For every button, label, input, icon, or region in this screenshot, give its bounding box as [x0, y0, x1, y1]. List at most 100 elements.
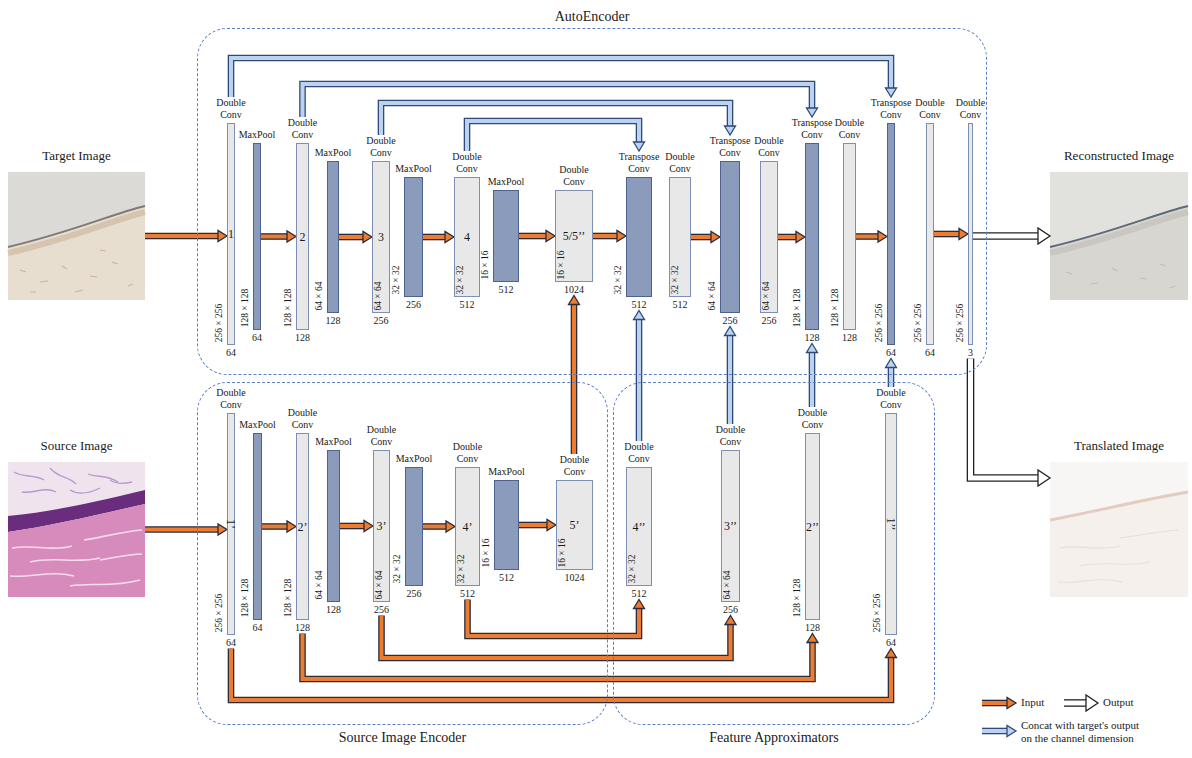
channel-count: 64: [252, 332, 262, 344]
layer-label: MaxPool: [315, 436, 352, 448]
dimension-label: 256 × 256: [956, 303, 966, 342]
layer-block: Double Conv256 × 25664: [926, 97, 934, 359]
legend-sample: [982, 698, 1016, 709]
block-number: 3: [378, 231, 384, 243]
arrow-body: [778, 235, 797, 239]
module-group: Source Image EncoderDouble Conv1’256 × 2…: [197, 382, 608, 725]
arrow-body: [1064, 701, 1087, 706]
layer-block: MaxPool64 × 64128: [327, 147, 339, 327]
arrow-outline: [982, 700, 1008, 707]
arrow-body: [810, 352, 814, 408]
block-number: 4’: [463, 521, 473, 533]
arrow-head: [1007, 698, 1016, 709]
arrow-head: [363, 232, 372, 243]
arrow-head: [959, 229, 968, 240]
image-title: Target Image: [42, 149, 111, 164]
image-title: Reconstructed Image: [1064, 149, 1174, 164]
channel-count: 512: [499, 284, 514, 296]
arrow-head: [445, 232, 454, 243]
layer-block: Transpose Conv256 × 25664: [887, 97, 895, 359]
channel-count: 3: [968, 347, 973, 359]
block-number: 1: [228, 228, 234, 240]
layer-block: Double Conv1256 × 25664: [227, 97, 235, 359]
arrow-head: [1007, 726, 1016, 737]
layer-label: Double Conv: [716, 424, 745, 447]
layer-block: MaxPool32 × 32256: [405, 453, 423, 600]
layer-block: Double Conv32 × 32512: [669, 151, 691, 311]
layer-block: MaxPool32 × 32256: [404, 163, 423, 311]
input-arrow: [519, 231, 555, 242]
arrow-body: [145, 528, 219, 532]
arrow-outline: [982, 728, 1008, 735]
layer-label: MaxPool: [239, 129, 276, 141]
channel-count: 64: [925, 347, 935, 359]
input-arrow: [145, 231, 227, 242]
layer-block: Double Conv2’128 × 128128: [296, 407, 309, 634]
dimension-label: 32 × 32: [457, 554, 467, 583]
arrow-body: [303, 634, 813, 680]
layer-bar-dark: [253, 143, 261, 330]
arrow-head: [1038, 228, 1050, 244]
dimension-label: 128 × 128: [241, 578, 251, 617]
dimension-label: 64 × 64: [375, 570, 385, 599]
dimension-label: 64 × 64: [315, 570, 325, 599]
layer-label: Double Conv: [367, 424, 396, 447]
layer-bar-dark: [253, 433, 262, 620]
channel-count: 256: [723, 604, 738, 616]
layer-bar: [843, 143, 856, 330]
layer-block: Double Conv364 × 64256: [372, 135, 390, 327]
tissue-image: [8, 462, 145, 597]
channel-count: 256: [762, 315, 777, 327]
module-title: Feature Approximators: [709, 730, 838, 746]
block-number: 2’’: [806, 521, 819, 533]
dimension-label: 32 × 32: [393, 554, 403, 583]
input-arrow: [261, 231, 296, 242]
channel-count: 64: [253, 622, 263, 634]
dimension-label: 32 × 32: [628, 554, 638, 583]
dimension-label: 32 × 32: [671, 265, 681, 294]
input-arrow: [778, 232, 805, 243]
layer-bar-dark: [493, 190, 519, 282]
layer-bar-dark: [405, 467, 423, 586]
arrow-head: [725, 616, 736, 625]
arrow-body: [728, 335, 732, 425]
layer-block: Double Conv256 × 2563: [968, 97, 973, 359]
layer-bar-dark: [327, 161, 339, 313]
layer-bar-dark: [720, 161, 740, 313]
arrow-outline: [888, 367, 895, 388]
layer-block: MaxPool128 × 12864: [253, 419, 262, 634]
channel-count: 128: [326, 604, 341, 616]
layer-bar: [926, 123, 934, 345]
dimension-label: 64 × 64: [315, 281, 325, 310]
arrow-head: [364, 521, 373, 532]
concat-arrow: [807, 344, 818, 408]
arrow-outline: [519, 233, 547, 240]
concat-arrow: [634, 311, 645, 442]
arrow-outline: [423, 234, 446, 241]
module-group: Feature ApproximatorsDouble Conv4’’32 × …: [613, 382, 935, 725]
arrow-outline: [423, 523, 447, 530]
channel-count: 512: [460, 299, 475, 311]
concat-arrow: [231, 58, 897, 97]
arrow-head: [287, 521, 296, 532]
arrow-head: [569, 296, 580, 305]
channel-count: 256: [374, 604, 389, 616]
channel-count: 64: [886, 637, 896, 649]
arrow-body: [934, 232, 960, 236]
arrow-body: [262, 525, 288, 529]
layer-label: Double Conv: [453, 441, 482, 464]
layer-block: Double Conv2128 × 128128: [296, 117, 309, 344]
input-arrow: [519, 520, 556, 531]
arrow-outline: [636, 319, 643, 442]
layer-label: Transpose Conv: [871, 97, 912, 120]
arrow-outline: [145, 526, 219, 533]
arrow-head: [1038, 470, 1050, 486]
layer-block: Double Conv2’’128 × 128128: [805, 407, 820, 634]
channel-count: 128: [805, 332, 820, 344]
dimension-label: 128 × 128: [241, 288, 251, 327]
block-number: 1’’: [885, 517, 897, 530]
layer-label: Double Conv: [288, 117, 317, 140]
